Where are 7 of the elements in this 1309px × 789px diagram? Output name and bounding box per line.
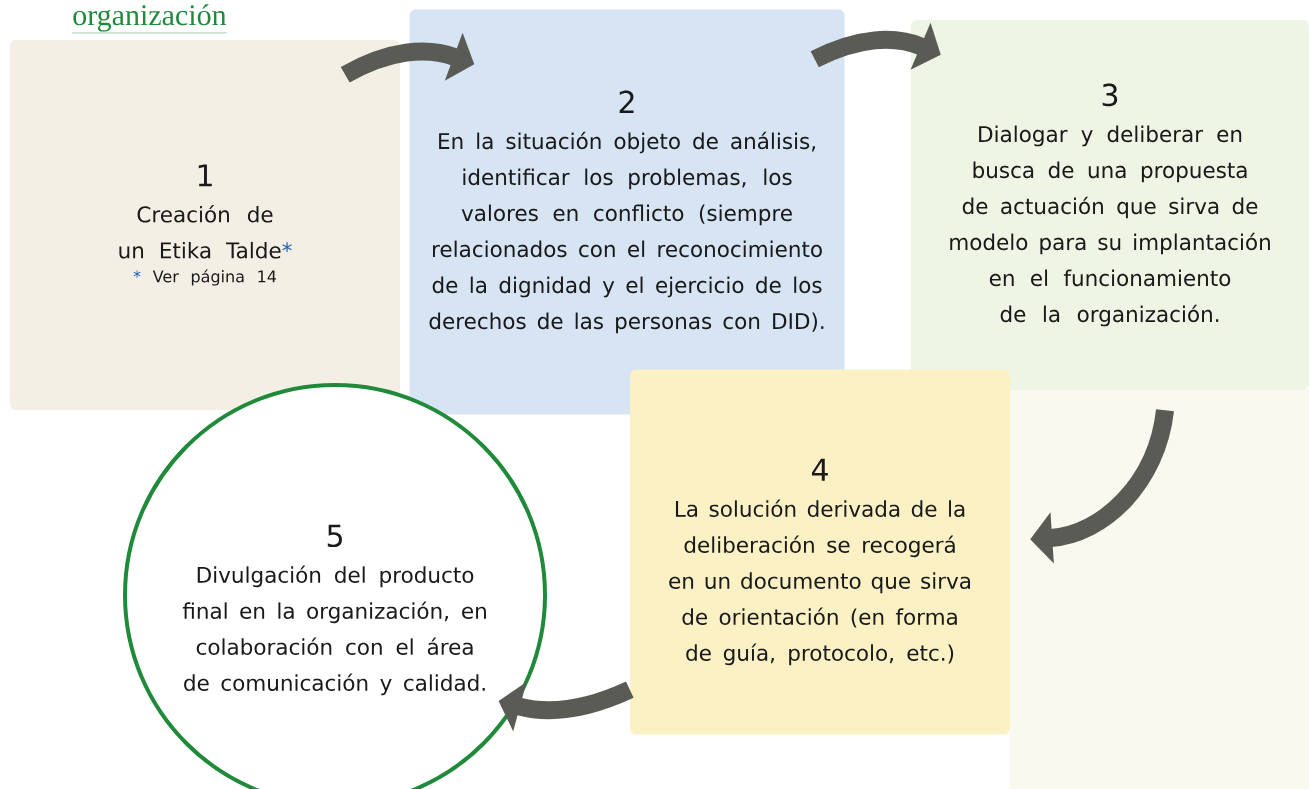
- node-label: 5: [327, 524, 342, 548]
- process-box: 2 En la situación objeto de análisis, identificar los problemas, los valores en conflicto (siempre relacionados con el reconocimiento de la dignidad y el ejercicio de los derechos de las personas con DID).: [409, 9, 845, 415]
- process-box: 1 Creación de un Etika Talde* * Ver página 14: [10, 40, 400, 410]
- node-label: Divulgación del producto final en la organización, en colaboración con el área de comunicación y calidad.: [182, 565, 486, 696]
- process-box: 4 La solución derivada de la deliberación se recogerá en un documento que sirva de orientación (en forma de guía, protocolo, etc.): [630, 369, 1010, 735]
- process-box: 3 Dialogar y deliberar en busca de una propuesta de actuación que sirva de modelo para su implantación en el funcionamiento de la organización.: [911, 20, 1309, 390]
- circle-node: 5 Divulgación del producto final en la organización, en colaboración con el área de comunicación y calidad.: [123, 383, 547, 789]
